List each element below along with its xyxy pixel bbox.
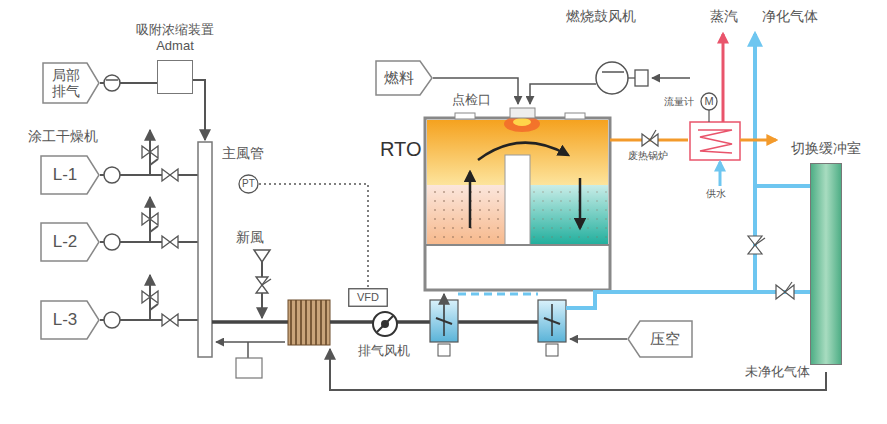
- node-label: L-2: [53, 232, 78, 252]
- dryer-line: L-3: [40, 300, 100, 340]
- dryer-line: L-1: [40, 155, 100, 195]
- node-heading: 切换缓冲室: [788, 140, 864, 158]
- text-label: 供水: [706, 188, 726, 200]
- node-label: M: [704, 95, 713, 108]
- adsorption-concentrator: 吸附浓缩装置 Admat: [120, 22, 230, 94]
- text-label: 涂工干燥机: [28, 128, 98, 144]
- text-label: 点检口: [452, 93, 491, 108]
- node-label: 局部排气: [52, 67, 80, 99]
- flow-meter: M: [700, 92, 718, 111]
- buffer-chamber: 切换缓冲室: [788, 140, 864, 365]
- text-label: 未净化气体: [745, 365, 810, 380]
- text-label: RTO: [380, 138, 422, 161]
- exhaust-source: 局部排气: [42, 62, 100, 104]
- text-label: 流量计: [664, 96, 694, 108]
- text-label: 燃烧鼓风机: [566, 8, 636, 24]
- node-box: [157, 60, 193, 94]
- pressure-sensor: PT: [238, 174, 259, 194]
- text-label: 废热锅炉: [628, 150, 668, 162]
- connector: [259, 184, 368, 288]
- node-box: [810, 163, 842, 365]
- fuel-source: 燃料: [375, 60, 433, 96]
- text-label: 蒸汽: [710, 8, 738, 24]
- node-label: L-1: [53, 165, 78, 185]
- text-label: 主風管: [222, 145, 264, 161]
- node-heading: 吸附浓缩装置 Admat: [120, 22, 230, 55]
- text-label: 新風: [236, 229, 264, 245]
- compressed-air: 压空: [627, 320, 693, 358]
- text-label: 排气风机: [358, 344, 410, 359]
- vfd-box: VFD: [348, 288, 388, 307]
- node-label: PT: [242, 178, 255, 190]
- dryer-line: L-2: [40, 222, 100, 262]
- node-label: 压空: [650, 330, 680, 347]
- node-label: 燃料: [384, 69, 414, 86]
- node-label: VFD: [357, 291, 379, 304]
- text-label: 净化气体: [762, 8, 818, 24]
- node-label: L-3: [53, 310, 78, 330]
